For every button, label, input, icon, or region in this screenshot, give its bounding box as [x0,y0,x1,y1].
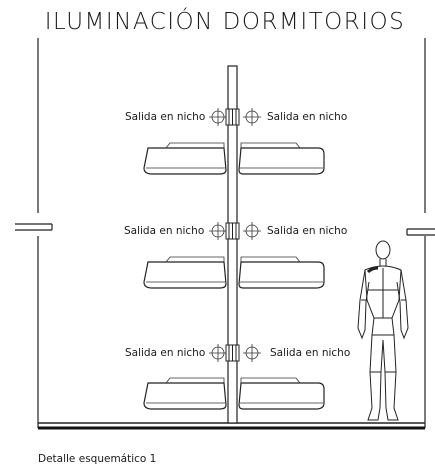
outlet-label-top-right: Salida en nicho [267,111,347,123]
light-outlet-icon [209,344,227,362]
niche-box [225,344,240,362]
outlet-pair [209,108,261,126]
outlet-label-bottom-left: Salida en nicho [125,347,205,359]
light-outlet-icon [243,344,261,362]
room-walls [15,38,435,428]
bunk-top [143,142,325,175]
bunk-middle [143,256,325,289]
niche-box [225,108,240,126]
light-outlet-icon [209,108,227,126]
outlet-pair [209,344,261,362]
floor-line [38,422,425,430]
outlet-label-top-left: Salida en nicho [125,111,205,123]
outlet-pair [209,222,261,240]
human-figure [357,240,409,421]
light-outlet-icon [209,222,227,240]
outlets [209,108,261,362]
diagram-title: ILUMINACIÓN DORMITORIOS [45,7,405,35]
outlet-label-bottom-right: Salida en nicho [270,347,350,359]
light-outlet-icon [243,108,261,126]
outlet-label-middle-left: Salida en nicho [124,225,204,237]
bunk-beds [143,142,325,410]
central-pole [227,65,238,424]
bunk-bottom [143,377,325,410]
niche-box [225,222,240,240]
light-outlet-icon [243,222,261,240]
outlet-label-middle-right: Salida en nicho [267,225,347,237]
caption: Detalle esquemático 1 [38,453,156,465]
